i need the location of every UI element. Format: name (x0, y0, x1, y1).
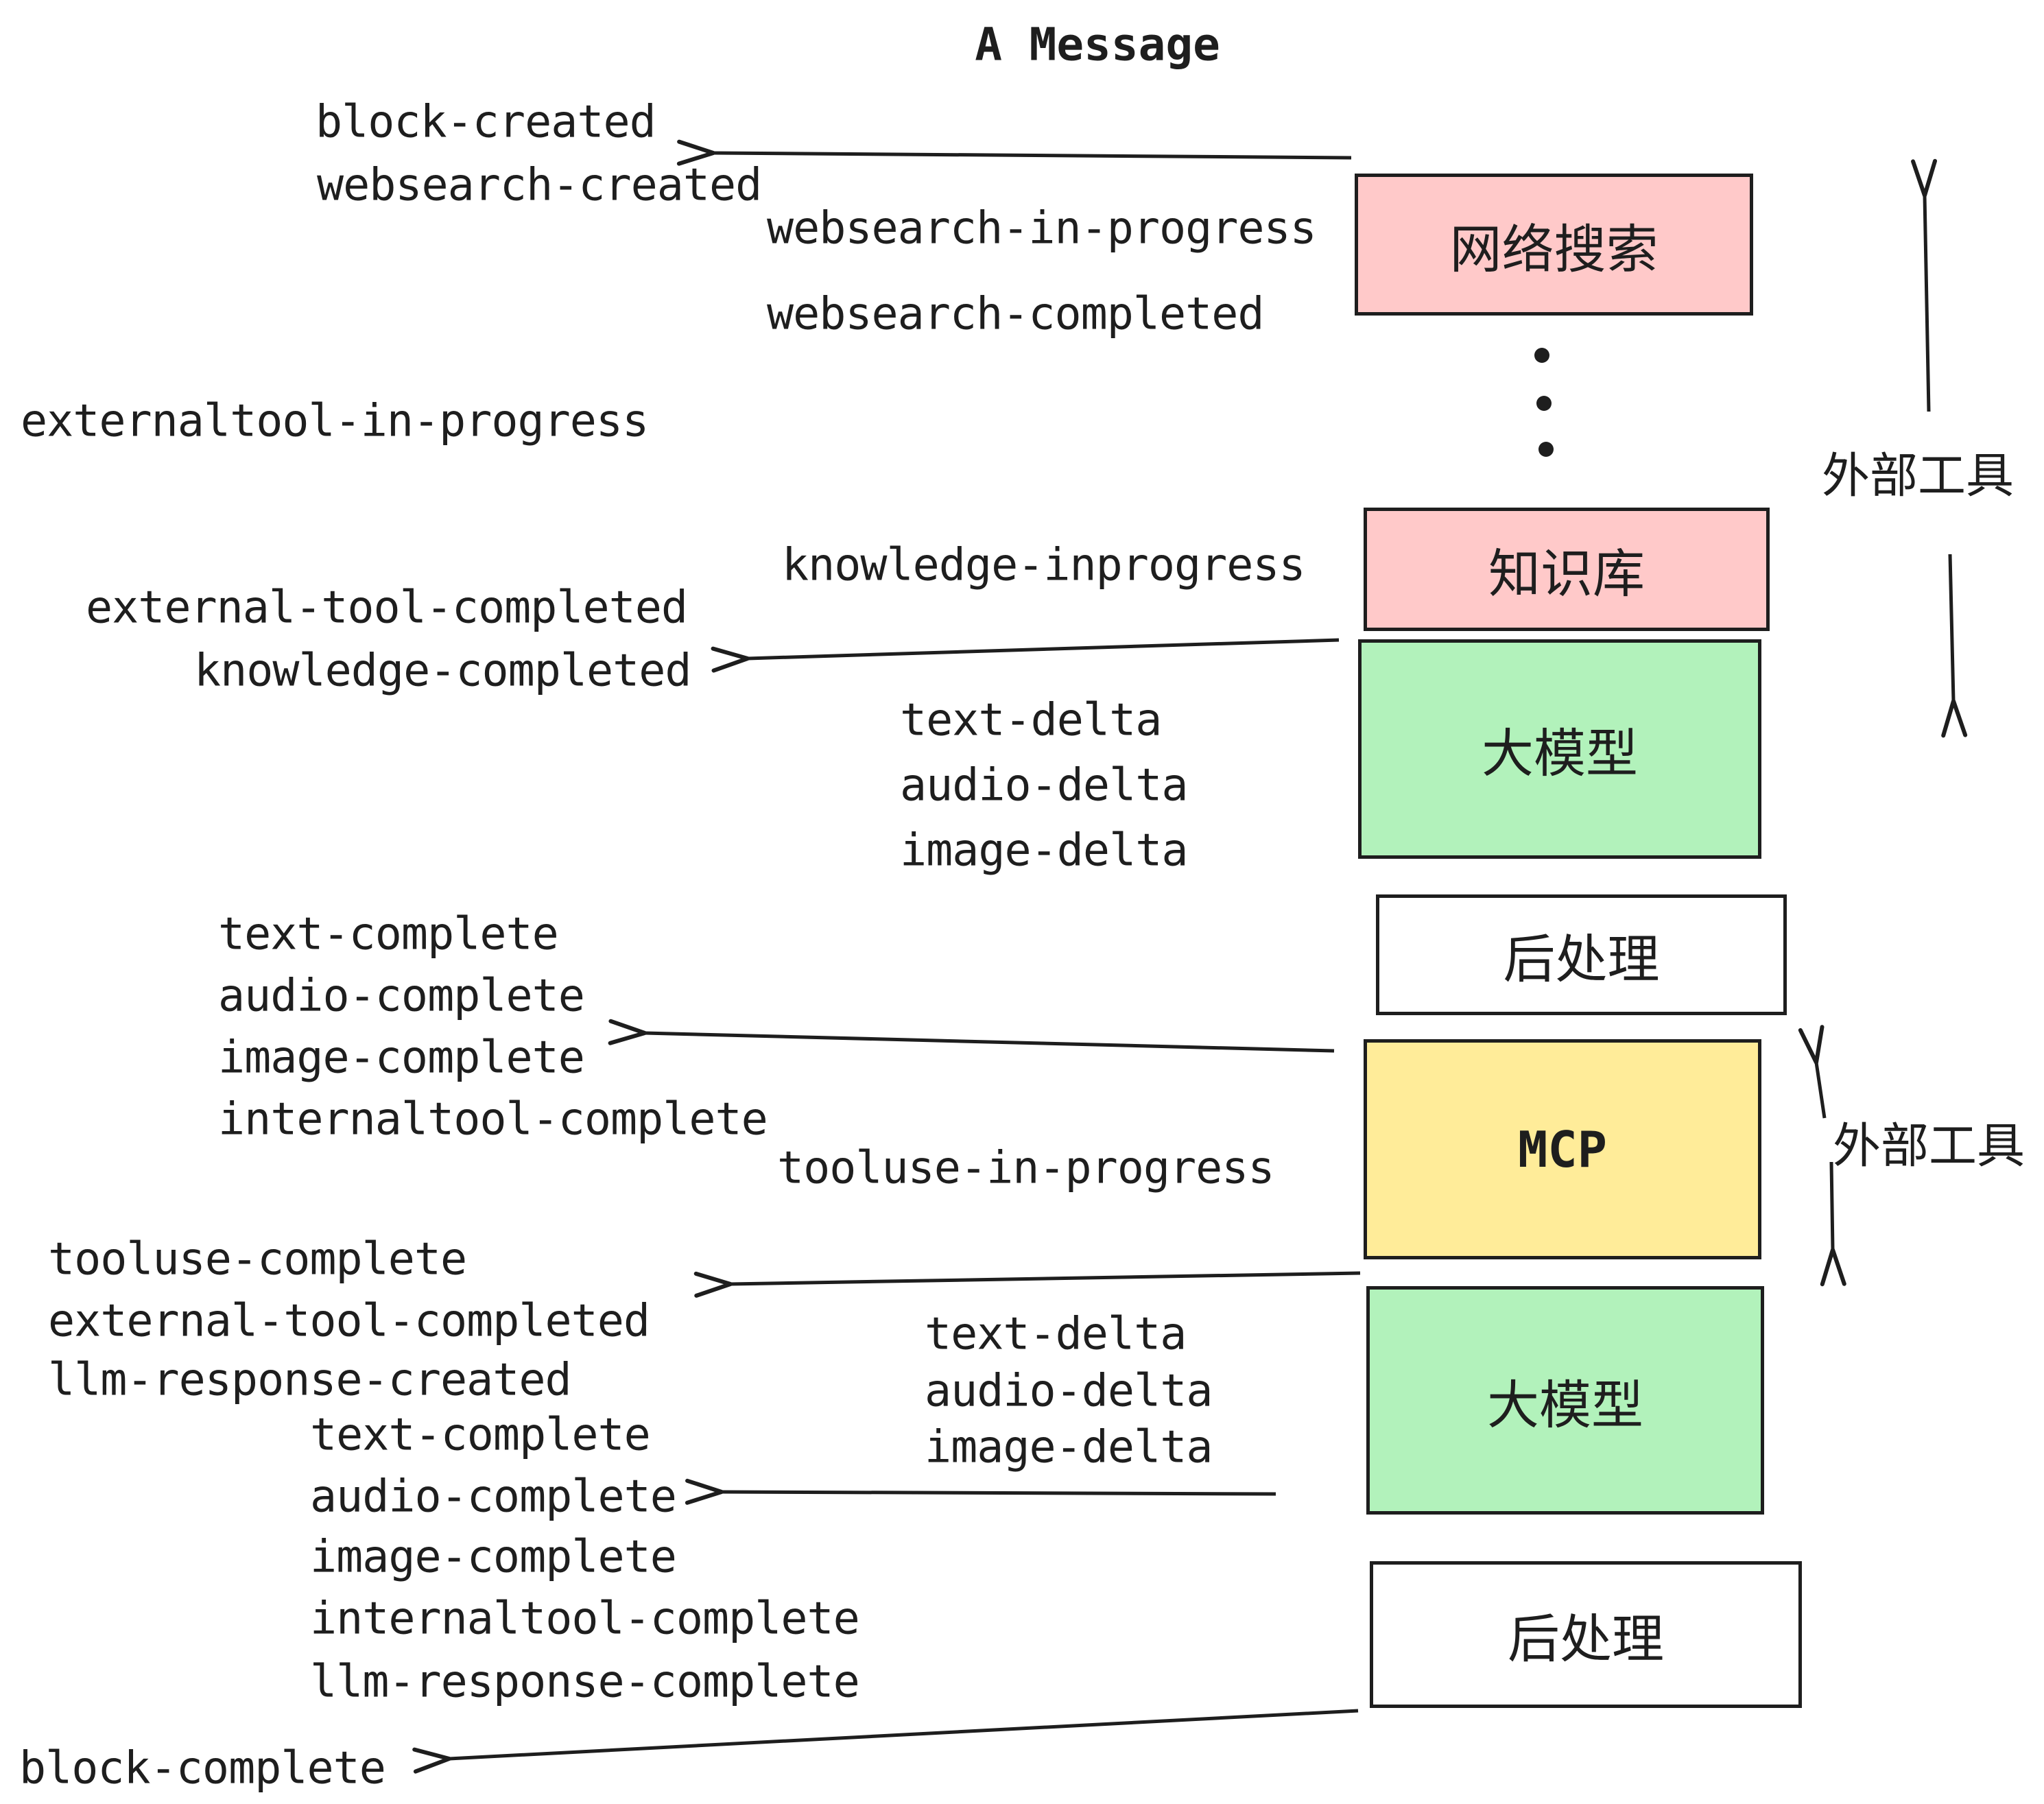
node-llm-2: 大模型 (1366, 1286, 1764, 1515)
node-knowledge-base-label: 知识库 (1488, 543, 1645, 604)
arrow-image-complete (608, 1019, 1335, 1053)
arrow-block-created (676, 139, 1352, 166)
node-post-processing-2-label: 后处理 (1508, 1609, 1664, 1670)
diagram-title: A Message (975, 18, 1220, 71)
node-llm-2-label: 大模型 (1487, 1374, 1643, 1436)
node-llm-1: 大模型 (1358, 639, 1761, 859)
arrow-tooluse-complete (693, 1271, 1361, 1298)
event-image-delta: image-delta (900, 824, 1188, 877)
event-externaltool-in-progress: externaltool-in-progress (21, 395, 649, 447)
arrow-audio-complete (685, 1478, 1276, 1505)
event-external-tool-completed-2: external-tool-completed (48, 1295, 650, 1347)
event-text-delta: text-delta (900, 694, 1162, 746)
external-tools-up-arrow-2 (1798, 1025, 1827, 1119)
event-websearch-in-progress: websearch-in-progress (767, 202, 1317, 254)
event-external-tool-completed: external-tool-completed (86, 582, 688, 634)
event-text-complete: text-complete (218, 908, 559, 960)
event-text-delta-2: text-delta (925, 1308, 1187, 1360)
event-websearch-created: websearch-created (317, 159, 762, 211)
event-tooluse-complete: tooluse-complete (48, 1233, 467, 1285)
event-audio-delta: audio-delta (900, 759, 1188, 811)
node-mcp: MCP (1364, 1039, 1761, 1259)
event-llm-response-complete: llm-response-complete (310, 1656, 860, 1708)
event-internaltool-complete-2: internaltool-complete (310, 1593, 860, 1645)
event-internaltool-complete: internaltool-complete (218, 1093, 768, 1146)
event-image-delta-2: image-delta (925, 1421, 1213, 1473)
external-tools-up-arrow (1911, 158, 1938, 412)
node-post-processing-1: 后处理 (1376, 894, 1787, 1015)
event-knowledge-completed: knowledge-completed (194, 645, 692, 697)
event-audio-delta-2: audio-delta (925, 1365, 1213, 1417)
node-web-search: 网络搜索 (1355, 174, 1753, 316)
event-block-created: block-created (316, 96, 656, 148)
node-post-processing-2: 后处理 (1370, 1561, 1802, 1708)
event-audio-complete: audio-complete (218, 970, 585, 1022)
ellipsis-dots (1534, 348, 1554, 457)
node-post-processing-1-label: 后处理 (1503, 929, 1660, 990)
node-knowledge-base: 知识库 (1364, 508, 1770, 631)
node-llm-1-label: 大模型 (1482, 723, 1638, 784)
event-block-complete: block-complete (19, 1742, 386, 1794)
node-web-search-label: 网络搜索 (1449, 218, 1659, 280)
event-audio-complete-2: audio-complete (310, 1471, 677, 1523)
arrow-block-complete (412, 1709, 1359, 1774)
event-text-complete-2: text-complete (310, 1409, 651, 1461)
event-image-complete: image-complete (218, 1032, 585, 1084)
event-websearch-completed: websearch-completed (767, 288, 1265, 340)
event-tooluse-in-progress: tooluse-in-progress (777, 1142, 1275, 1194)
external-tools-down-arrow (1941, 554, 1968, 738)
external-tools-label-2: 外部工具 (1833, 1117, 2025, 1174)
arrow-knowledge-completed (711, 638, 1340, 673)
event-llm-response-created: llm-response-created (48, 1354, 572, 1406)
event-knowledge-inprogress: knowledge-inprogress (782, 539, 1306, 591)
node-mcp-label: MCP (1517, 1120, 1608, 1178)
external-tools-label-1: 外部工具 (1822, 447, 2014, 504)
event-image-complete-2: image-complete (310, 1531, 677, 1583)
